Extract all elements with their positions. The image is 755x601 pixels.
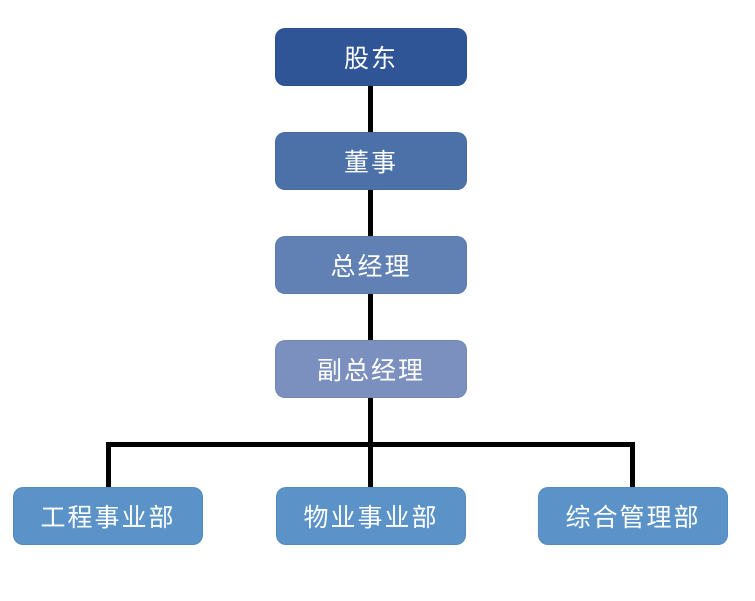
node-shareholder-label: 股东 <box>343 44 398 73</box>
connector-general-manager-deputy <box>368 294 373 340</box>
node-deputy-general-manager: 副总经理 <box>275 340 467 398</box>
node-director-label: 董事 <box>343 148 398 177</box>
node-general-manager-label: 总经理 <box>330 252 412 281</box>
node-engineering-division-label: 工程事业部 <box>40 503 176 532</box>
connector-drop-property <box>368 442 373 487</box>
node-property-division-label: 物业事业部 <box>303 503 439 532</box>
connector-shareholder-director <box>368 86 373 132</box>
connector-deputy-stem <box>368 398 373 444</box>
connector-drop-admin <box>630 442 635 487</box>
node-shareholder: 股东 <box>275 28 467 86</box>
node-property-division: 物业事业部 <box>276 487 466 545</box>
connector-director-general-manager <box>368 190 373 236</box>
node-director: 董事 <box>275 132 467 190</box>
node-admin-division-label: 综合管理部 <box>565 503 701 532</box>
node-general-manager: 总经理 <box>275 236 467 294</box>
node-engineering-division: 工程事业部 <box>13 487 203 545</box>
connector-drop-engineering <box>106 442 111 487</box>
node-deputy-general-manager-label: 副总经理 <box>316 356 425 385</box>
node-admin-division: 综合管理部 <box>538 487 728 545</box>
